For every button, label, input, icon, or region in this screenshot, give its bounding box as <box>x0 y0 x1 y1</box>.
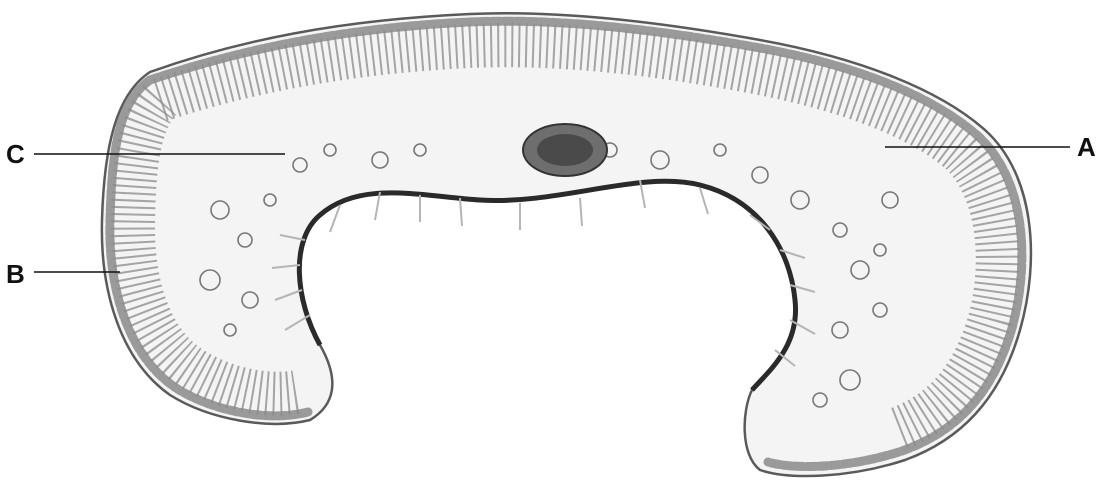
label-c: C <box>6 141 25 167</box>
label-b: B <box>6 261 25 287</box>
label-a: A <box>1077 134 1096 160</box>
trichomes <box>272 180 815 366</box>
vascular-bundle-core <box>537 134 593 166</box>
lower-epidermis <box>299 181 795 390</box>
